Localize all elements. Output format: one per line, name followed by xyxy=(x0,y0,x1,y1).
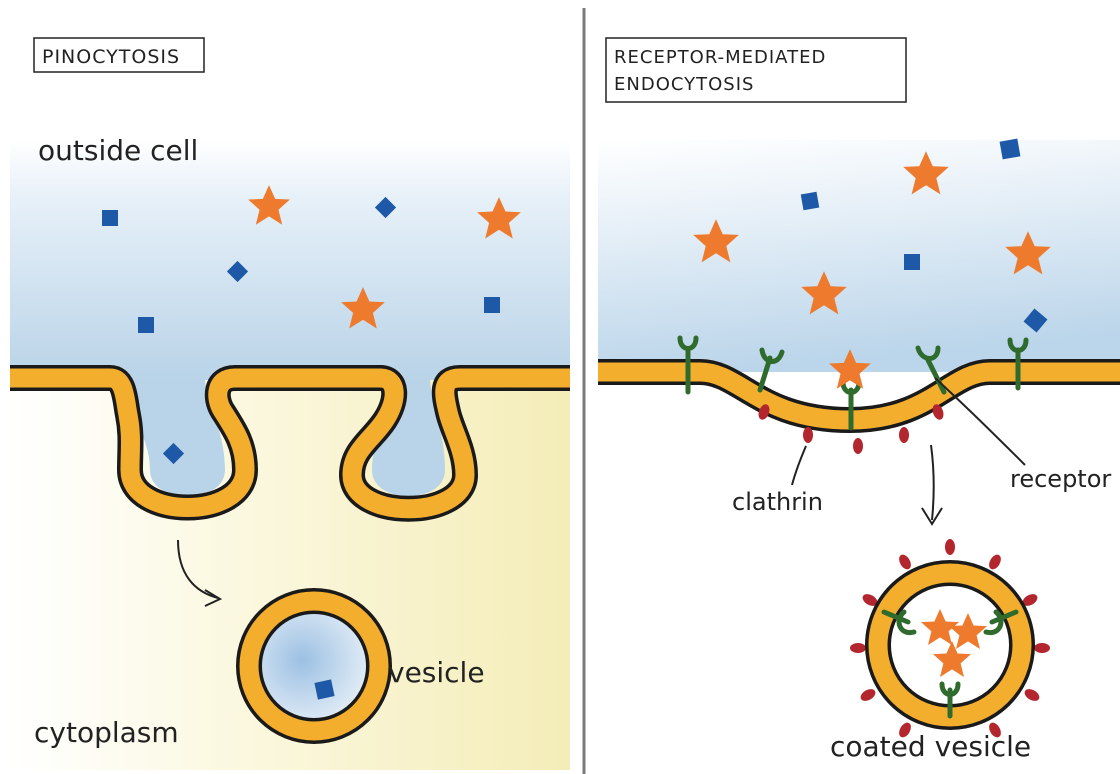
vesicle xyxy=(249,601,379,731)
square-molecule xyxy=(904,254,920,270)
square-molecule xyxy=(102,210,118,226)
outside-cell-region xyxy=(598,140,1120,372)
receptor-pointer xyxy=(935,378,1025,465)
outside-cell-label: outside cell xyxy=(38,134,198,167)
square-molecule xyxy=(314,679,334,699)
coated-vesicle xyxy=(850,539,1050,739)
panel-title-line2: ENDOCYTOSIS xyxy=(614,74,754,95)
receptor-label: receptor xyxy=(1010,465,1111,493)
left-panel: PINOCYTOSIS outside cell vesicle cytopla… xyxy=(10,38,570,770)
coated-vesicle-label: coated vesicle xyxy=(830,730,1031,763)
arrow-icon xyxy=(931,445,934,520)
clathrin-label: clathrin xyxy=(732,488,823,516)
vesicle-label: vesicle xyxy=(388,656,485,689)
square-molecule xyxy=(801,192,820,211)
square-molecule xyxy=(138,317,154,333)
cytoplasm-label: cytoplasm xyxy=(34,716,179,749)
clathrin-pointer xyxy=(792,446,806,485)
panel-title: PINOCYTOSIS xyxy=(42,46,180,68)
right-panel: RECEPTOR-MEDIATED ENDOCYTOSIS clathrin r… xyxy=(598,38,1120,763)
square-molecule xyxy=(1000,139,1021,160)
panel-title-line1: RECEPTOR-MEDIATED xyxy=(614,47,826,68)
square-molecule xyxy=(484,297,500,313)
outside-cell-region xyxy=(10,140,570,380)
